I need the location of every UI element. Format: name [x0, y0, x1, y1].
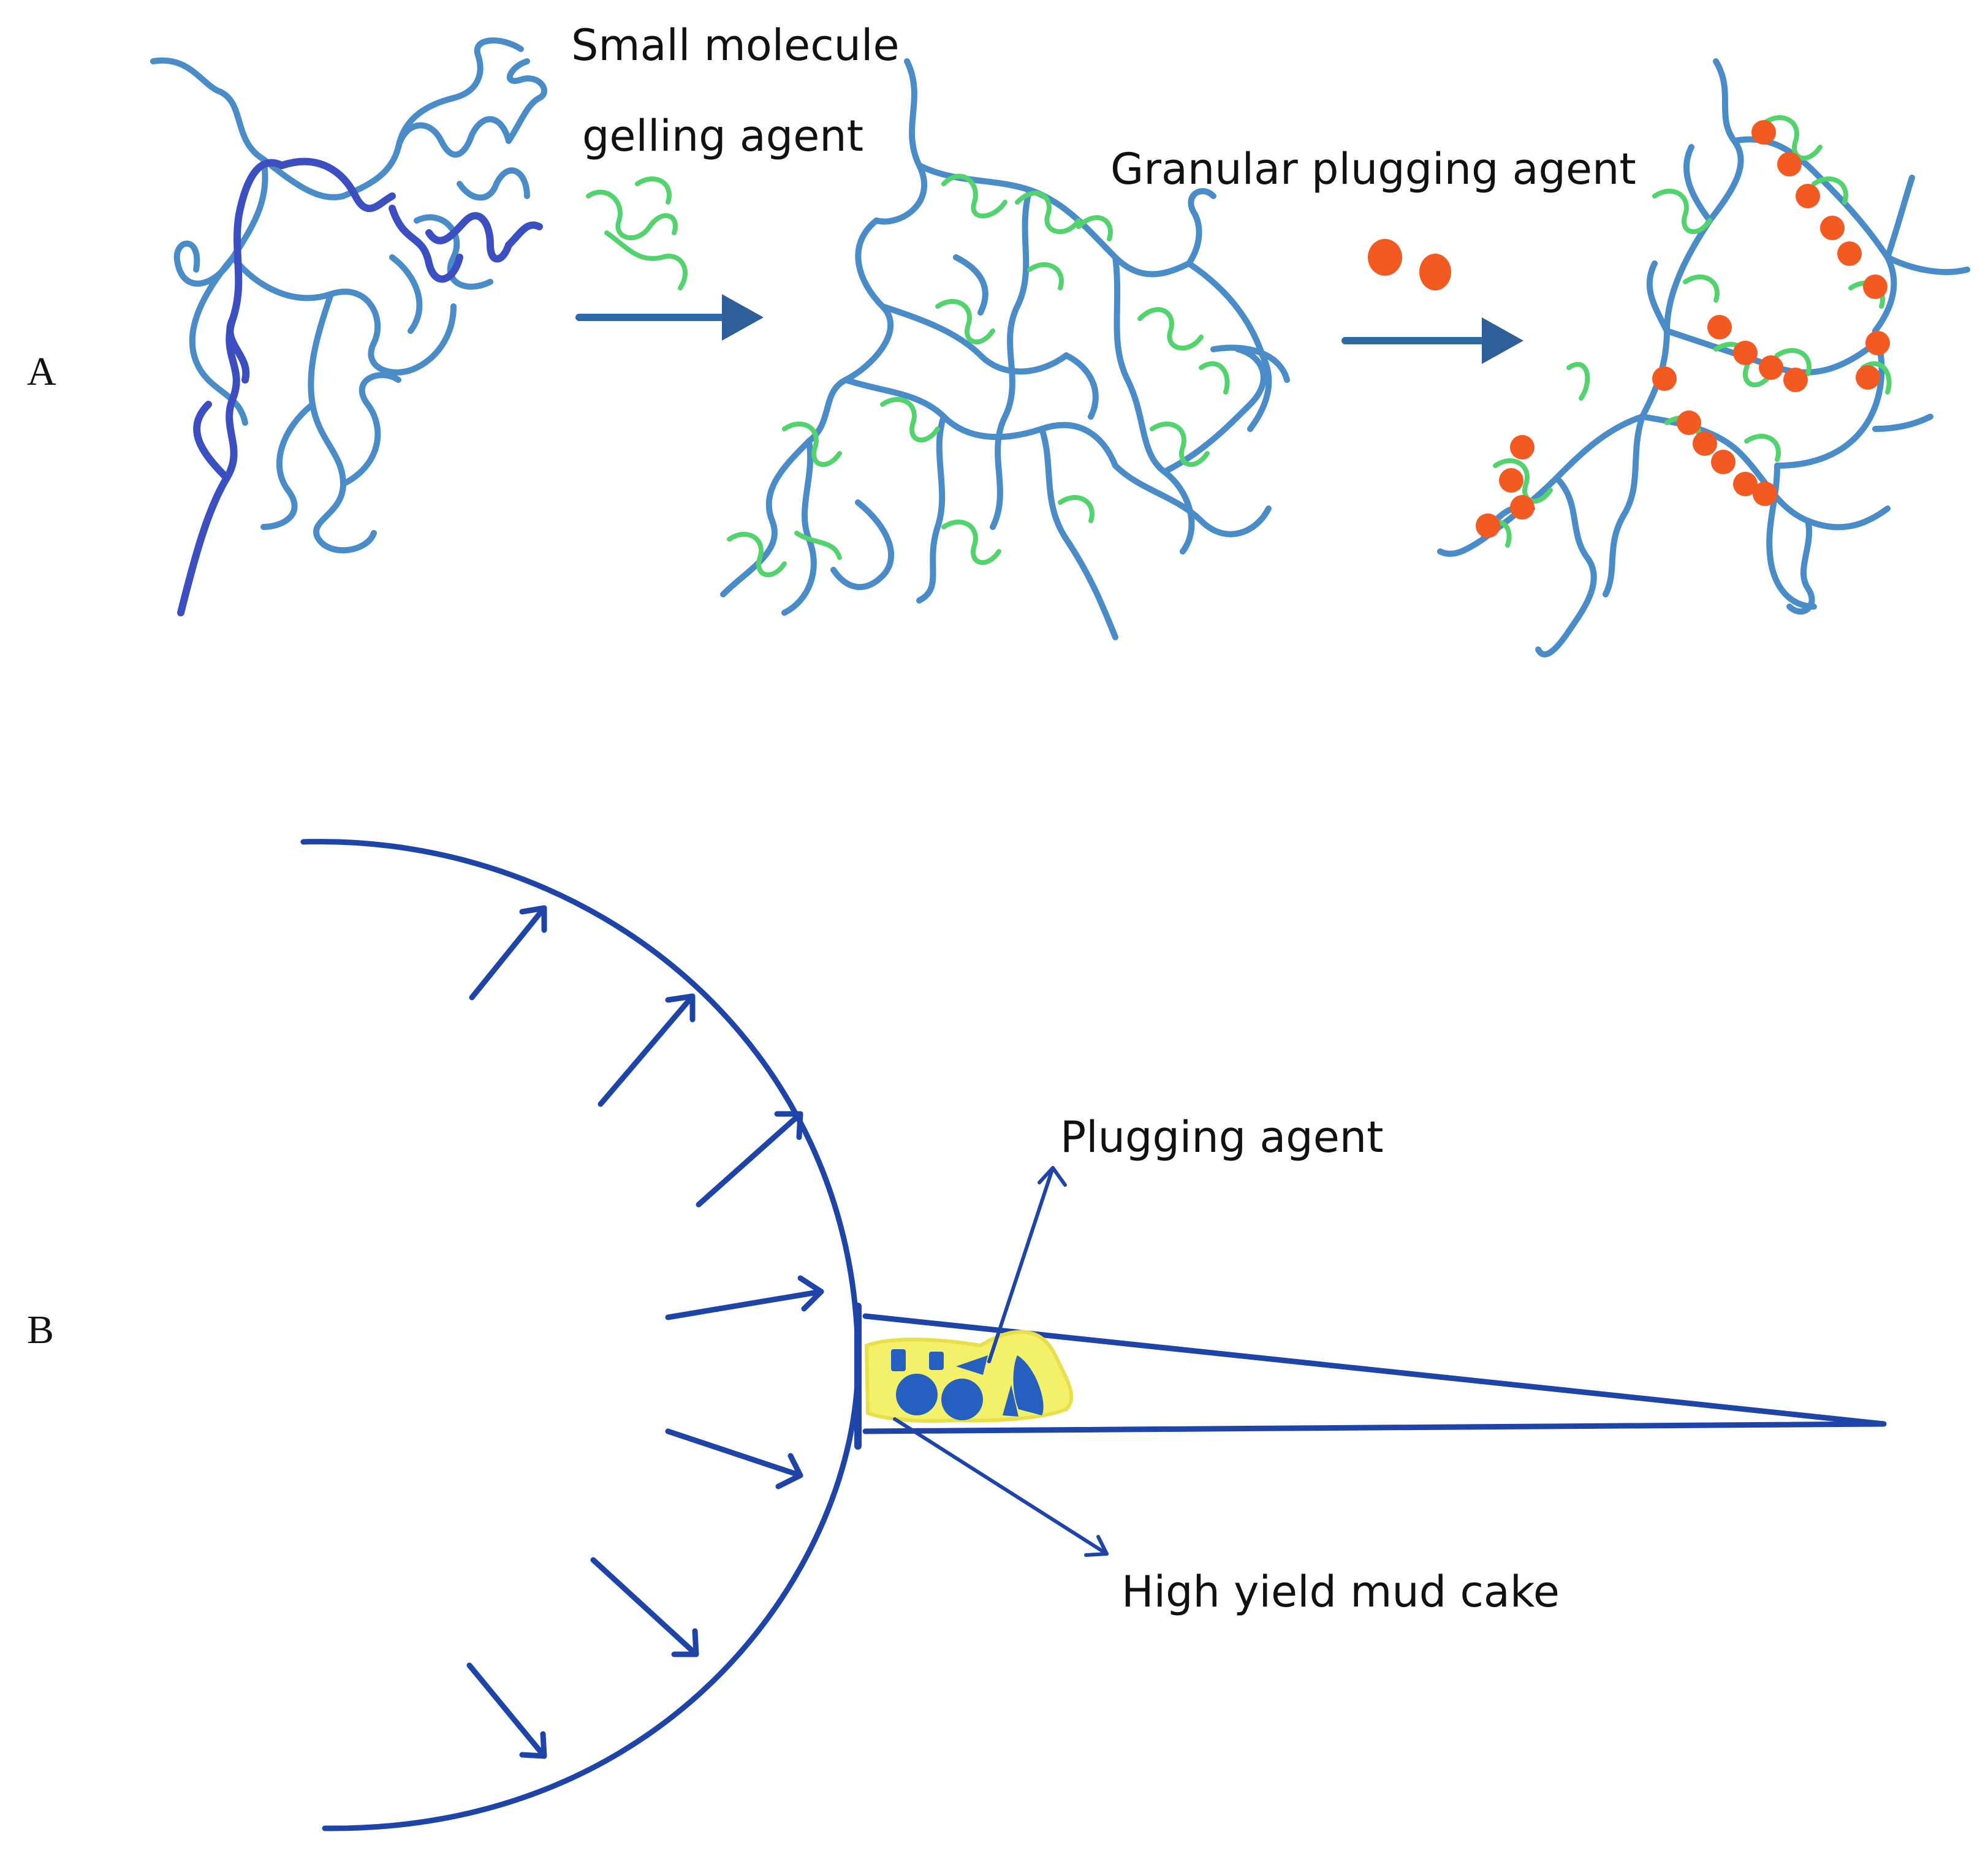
panel-b-letter: B — [27, 1308, 54, 1352]
fracture — [854, 1303, 1887, 1450]
label-high-yield-mud-cake: High yield mud cake — [1121, 1567, 1560, 1617]
callout-plugging-agent — [987, 1166, 1067, 1363]
polymer-network-plugged — [1437, 58, 1970, 657]
callout-mud-cake — [893, 1417, 1109, 1557]
plugging-agent-particles — [891, 1349, 1044, 1420]
process-arrow-2 — [1341, 317, 1523, 364]
panel-a-letter: A — [27, 349, 56, 394]
wellbore-wall-arc — [300, 839, 861, 1831]
label-small-molecule-line1: Small molecule — [571, 20, 900, 70]
granular-particles-in-network — [1476, 120, 1890, 538]
polymer-network-gelled — [720, 58, 1290, 640]
granular-particles-icon — [1368, 239, 1451, 290]
polymer-network-initial — [150, 37, 547, 616]
label-small-molecule-line2: gelling agent — [582, 111, 863, 161]
process-arrow-1 — [575, 294, 764, 341]
pressure-arrows — [466, 905, 824, 1759]
gelling-agent-icon — [586, 176, 688, 290]
label-granular-plugging-agent: Granular plugging agent — [1110, 144, 1636, 194]
label-plugging-agent: Plugging agent — [1060, 1112, 1384, 1162]
